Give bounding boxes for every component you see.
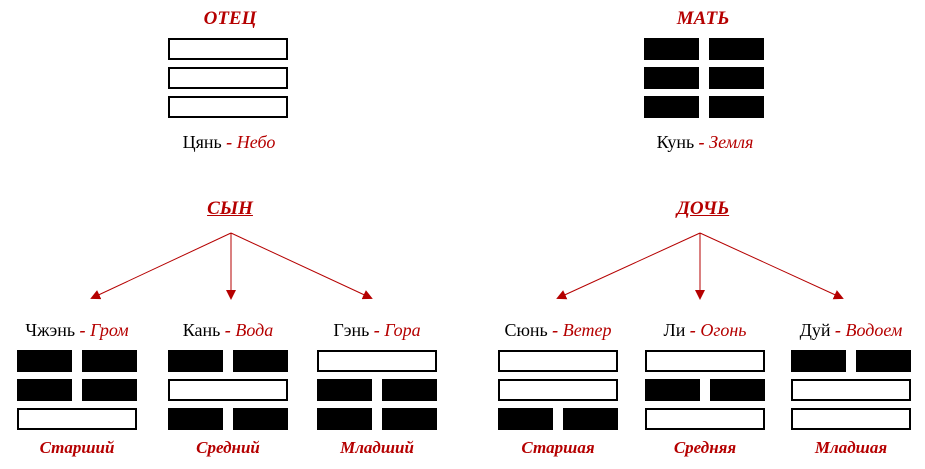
separator: - xyxy=(224,320,231,340)
separator: - xyxy=(689,320,696,340)
yin-line-segment xyxy=(644,96,699,118)
yin-line-segment xyxy=(791,350,846,372)
son-title: СЫН xyxy=(207,198,253,219)
yang-line xyxy=(498,350,618,372)
trigram-element: Водоем xyxy=(845,320,903,340)
yang-line xyxy=(168,67,288,89)
yang-line xyxy=(168,379,288,401)
yin-line-segment xyxy=(709,67,764,89)
daughter-title: ДОЧЬ xyxy=(676,198,730,219)
trigram-son-3 xyxy=(317,350,437,430)
yin-line-segment xyxy=(644,67,699,89)
yin-line-segment xyxy=(856,350,911,372)
yin-line-segment xyxy=(710,379,765,401)
separator: - xyxy=(226,132,233,152)
yang-line xyxy=(791,408,911,430)
yin-line-segment xyxy=(168,408,223,430)
yang-line xyxy=(498,379,618,401)
trigram-son-1 xyxy=(17,350,137,430)
trigram-element: Вода xyxy=(235,320,274,340)
child-caption: Дуй - Водоем xyxy=(751,320,925,341)
father-caption: Цянь - Небо xyxy=(129,132,329,153)
trigram-daughter-3 xyxy=(791,350,911,430)
yang-line xyxy=(168,38,288,60)
yin-line-segment xyxy=(233,408,288,430)
arrow-daughter-1 xyxy=(556,232,701,300)
trigram-kun xyxy=(644,38,764,118)
yang-line xyxy=(791,379,911,401)
trigram-element: Гора xyxy=(384,320,421,340)
yin-line-segment xyxy=(645,379,700,401)
child-rank: Средняя xyxy=(673,438,737,457)
yin-line-segment xyxy=(382,379,437,401)
yin-line-segment xyxy=(82,350,137,372)
yin-line-segment xyxy=(168,350,223,372)
yin-line-segment xyxy=(709,38,764,60)
child-rank: Старший xyxy=(39,438,115,457)
separator: - xyxy=(373,320,380,340)
yang-line xyxy=(645,350,765,372)
trigram-qian xyxy=(168,38,288,118)
trigram-name: Кань xyxy=(182,320,221,340)
child-rank: Старшая xyxy=(521,438,595,457)
child-rank: Младшая xyxy=(814,438,888,457)
trigram-name: Ли xyxy=(663,320,686,340)
child-rank: Младший xyxy=(340,438,414,457)
yang-line xyxy=(17,408,137,430)
yin-line-segment xyxy=(563,408,618,430)
separator: - xyxy=(835,320,841,340)
child-caption: Чжэнь - Гром xyxy=(0,320,177,341)
yin-line-segment xyxy=(317,379,372,401)
separator: - xyxy=(552,320,559,340)
mother-title: МАТЬ xyxy=(676,8,730,29)
separator: - xyxy=(698,132,705,152)
trigram-name: Кунь xyxy=(656,132,695,152)
arrow-daughter-3 xyxy=(699,232,844,300)
trigram-name: Сюнь xyxy=(504,320,548,340)
yin-line-segment xyxy=(17,350,72,372)
child-caption: Гэнь - Гора xyxy=(277,320,477,341)
trigram-name: Чжэнь xyxy=(25,320,76,340)
trigram-son-2 xyxy=(168,350,288,430)
trigram-name: Дуй xyxy=(799,320,831,340)
father-title: ОТЕЦ xyxy=(203,8,257,29)
mother-caption: Кунь - Земля xyxy=(605,132,805,153)
arrow-son-1 xyxy=(90,232,232,300)
trigram-element: Небо xyxy=(236,132,276,152)
yang-line xyxy=(317,350,437,372)
trigram-name: Гэнь xyxy=(333,320,370,340)
trigram-element: Земля xyxy=(709,132,754,152)
yin-line-segment xyxy=(17,379,72,401)
yang-line xyxy=(645,408,765,430)
trigram-daughter-1 xyxy=(498,350,618,430)
child-caption: Кань - Вода xyxy=(128,320,328,341)
trigram-element: Гром xyxy=(90,320,129,340)
arrow-son-3 xyxy=(230,232,373,300)
yin-line-segment xyxy=(498,408,553,430)
trigram-element: Ветер xyxy=(562,320,612,340)
trigram-name: Цянь xyxy=(182,132,222,152)
separator: - xyxy=(79,320,86,340)
yin-line-segment xyxy=(382,408,437,430)
child-caption: Ли - Огонь xyxy=(605,320,805,341)
yin-line-segment xyxy=(709,96,764,118)
trigram-daughter-2 xyxy=(645,350,765,430)
child-caption: Сюнь - Ветер xyxy=(458,320,658,341)
child-rank: Средний xyxy=(196,438,260,457)
yin-line-segment xyxy=(82,379,137,401)
yin-line-segment xyxy=(317,408,372,430)
trigram-element: Огонь xyxy=(700,320,747,340)
yin-line-segment xyxy=(233,350,288,372)
yin-line-segment xyxy=(644,38,699,60)
yang-line xyxy=(168,96,288,118)
